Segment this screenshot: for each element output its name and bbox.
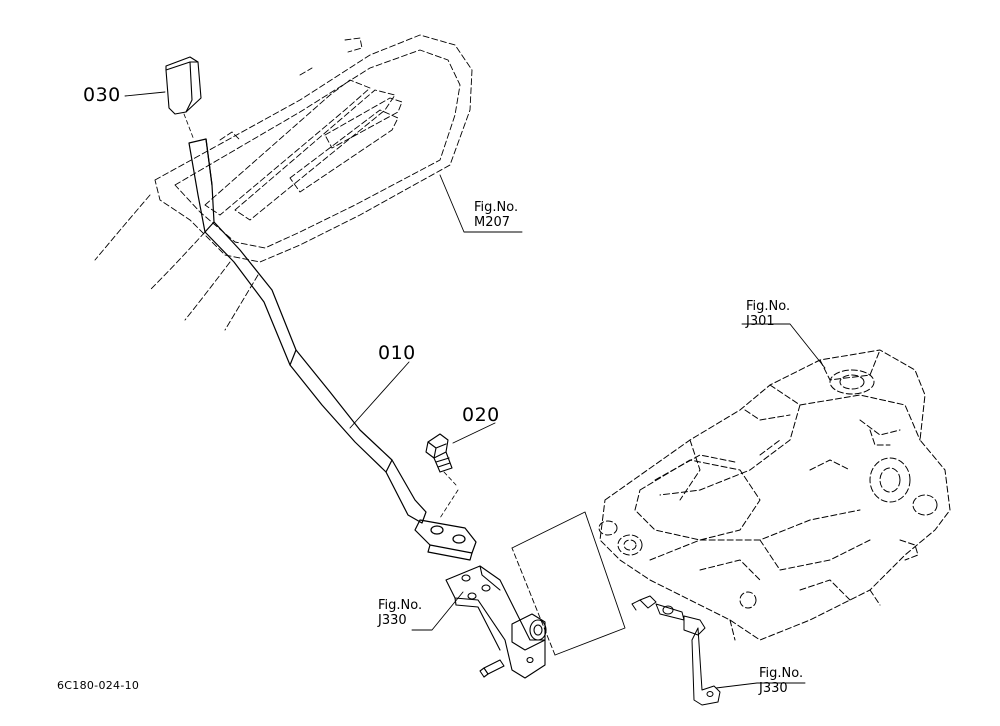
lever-j330-right: [631, 595, 721, 706]
leader-lines: [124, 91, 826, 689]
callout-010: 010: [378, 342, 416, 364]
fender-cover: [94, 34, 473, 331]
ref-j330-right-prefix: Fig.No.: [759, 666, 804, 681]
pad-guide-line: [183, 113, 195, 141]
pedal-arm-010: [188, 138, 477, 561]
ref-m207-code: M207: [474, 215, 511, 230]
bolt-020: [425, 433, 453, 473]
ref-j301: Fig.No. J301: [746, 299, 790, 329]
reference-plane: [511, 511, 626, 656]
ref-j330-left-prefix: Fig.No.: [378, 598, 423, 613]
ref-m207-prefix: Fig.No.: [474, 200, 519, 215]
bracket-j330-left: [445, 565, 547, 679]
ref-j330-left: Fig.No. J330: [378, 598, 422, 628]
ref-j301-prefix: Fig.No.: [746, 299, 791, 314]
ref-j330-right-code: J330: [759, 681, 788, 696]
ref-j330-left-code: J330: [378, 613, 407, 628]
bolt-guide-line: [443, 471, 457, 486]
hydraulic-housing: [598, 349, 951, 641]
ref-m207: Fig.No. M207: [474, 200, 518, 230]
pedal-pad-030: [165, 56, 202, 115]
callout-030: 030: [83, 84, 121, 106]
ref-j301-code: J301: [746, 314, 775, 329]
drawing-code: 6C180-024-10: [57, 679, 140, 692]
callout-020: 020: [462, 404, 500, 426]
ref-j330-right: Fig.No. J330: [759, 666, 803, 696]
